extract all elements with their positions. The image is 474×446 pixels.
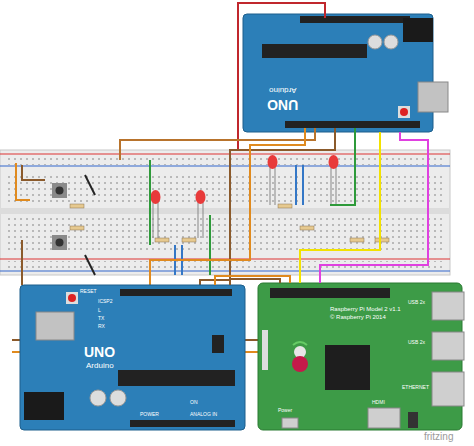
- arduino-board: UNO Arduino: [243, 14, 433, 132]
- led: [151, 155, 339, 238]
- silkscreen-label: USB 2x: [408, 300, 425, 305]
- silkscreen-label: HDMI: [372, 400, 385, 405]
- board-name: UNO: [84, 345, 115, 359]
- push-button: [52, 183, 67, 250]
- silkscreen-label: ETHERNET: [402, 385, 429, 390]
- silkscreen-label: Power: [278, 408, 292, 413]
- silkscreen-label: ON: [190, 400, 198, 405]
- arduino-board: UNO Arduino: [20, 285, 245, 430]
- silkscreen-label: USB 2x: [408, 340, 425, 345]
- breadboard: [0, 150, 450, 275]
- watermark: fritzing: [424, 432, 453, 442]
- jumper-wire: [215, 276, 290, 285]
- board-name: UNO: [267, 98, 298, 112]
- board-caption: Arduino: [269, 86, 297, 94]
- silkscreen-label: ICSP2: [98, 299, 112, 304]
- raspberry-pi-board: [258, 283, 464, 430]
- silkscreen-label: ANALOG IN: [190, 412, 217, 417]
- arduino-board-bottom: [20, 285, 245, 430]
- arduino-board-top: [243, 14, 448, 132]
- board-caption: Arduino: [86, 362, 114, 370]
- silkscreen-label: RX: [98, 324, 105, 329]
- board-caption: © Raspberry Pi 2014: [330, 314, 386, 320]
- silkscreen-label: RESET: [80, 289, 97, 294]
- silkscreen-label: L: [98, 308, 101, 313]
- board-name: Raspberry Pi Model 2 v1.1: [330, 306, 401, 312]
- jumper-wire: [320, 132, 428, 283]
- silkscreen-label: TX: [98, 316, 104, 321]
- jumper-wire: [230, 279, 280, 285]
- silkscreen-label: POWER: [140, 412, 159, 417]
- jumper-wire: [300, 132, 380, 283]
